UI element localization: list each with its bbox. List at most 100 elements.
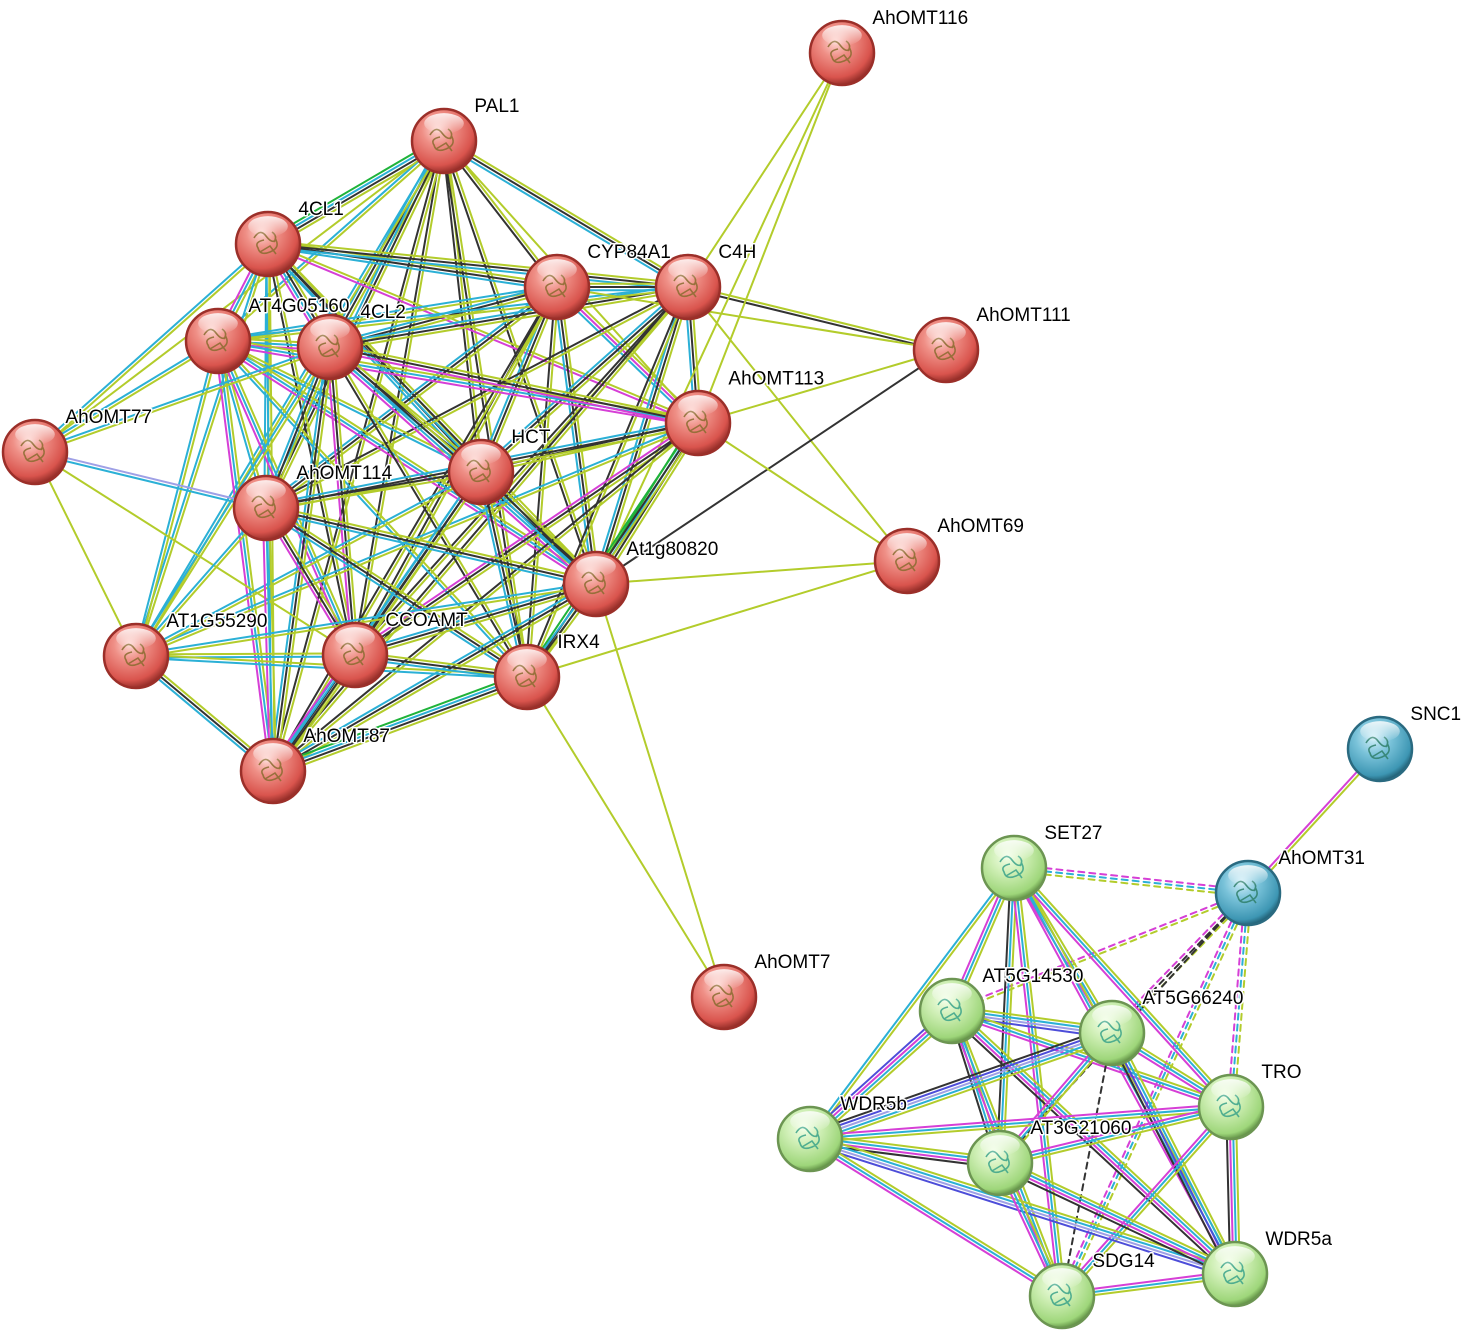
- edge-AhOMT113-AT1G55290[interactable]: [134, 420, 700, 659]
- edge-PAL1-C4H[interactable]: [441, 137, 691, 291]
- node-C4H[interactable]: [654, 253, 722, 321]
- node-SDG14[interactable]: [1028, 1262, 1096, 1330]
- edge-IRX4-AhOMT69[interactable]: [526, 560, 908, 678]
- edge-line-textmining: [444, 137, 691, 286]
- edge-AT5G66240-WDR5b[interactable]: [806, 1025, 1116, 1147]
- edge-AhOMT111-CYP84A1[interactable]: [556, 286, 947, 351]
- edge-SET27-AT3G21060[interactable]: [995, 866, 1019, 1165]
- edge-CYP84A1-At1g80820[interactable]: [552, 285, 601, 586]
- edge-line-database: [1013, 867, 1232, 1108]
- edge-AhOMT113-AhOMT87[interactable]: [270, 420, 701, 774]
- edge-PAL1-CCOAMT[interactable]: [352, 139, 447, 657]
- edge-AT3G21060-WDR5a[interactable]: [996, 1157, 1239, 1280]
- node-CYP84A1[interactable]: [523, 253, 591, 321]
- edge-AhOMT116-At1g80820[interactable]: [595, 52, 843, 585]
- edge-C4H-4CL2[interactable]: [328, 282, 690, 352]
- edge-4CL1-AhOMT77[interactable]: [32, 241, 271, 455]
- edge-AhOMT114-AhOMT87[interactable]: [261, 506, 278, 773]
- edge-AhOMT114-At1g80820[interactable]: [264, 503, 598, 589]
- edge-IRX4-AhOMT87[interactable]: [270, 671, 530, 777]
- node-AhOMT116[interactable]: [808, 19, 876, 87]
- edge-IRX4-AhOMT7[interactable]: [526, 676, 725, 998]
- node-HCT[interactable]: [447, 438, 515, 506]
- edge-AhOMT111-AhOMT113[interactable]: [697, 349, 947, 424]
- edge-CYP84A1-IRX4[interactable]: [524, 285, 560, 679]
- node-gloss: [461, 444, 501, 465]
- edge-AT4G05160-AhOMT77[interactable]: [33, 338, 220, 455]
- node-AhOMT113[interactable]: [664, 389, 732, 457]
- edge-PAL1-4CL1[interactable]: [264, 135, 448, 250]
- node-AT5G66240[interactable]: [1078, 999, 1146, 1067]
- node-AT1G55290[interactable]: [102, 622, 170, 690]
- edge-AhOMT77-AT1G55290[interactable]: [34, 451, 137, 657]
- edge-AhOMT31-SET27[interactable]: [1012, 863, 1250, 898]
- edge-AhOMT31-SDG14[interactable]: [1058, 890, 1252, 1299]
- node-AT3G21060[interactable]: [966, 1129, 1034, 1197]
- edge-AT5G66240-SDG14[interactable]: [1061, 1032, 1113, 1297]
- edge-4CL1-AhOMT113[interactable]: [266, 241, 700, 426]
- edge-SET27-TRO[interactable]: [1010, 864, 1235, 1111]
- edge-C4H-AT4G05160[interactable]: [216, 284, 690, 344]
- node-SNC1[interactable]: [1346, 715, 1414, 783]
- edge-HCT-AT1G55290[interactable]: [134, 469, 483, 659]
- edge-AhOMT31-AT3G21060[interactable]: [999, 892, 1249, 1164]
- edge-At1g80820-AhOMT87[interactable]: [270, 580, 599, 775]
- edge-4CL2-AhOMT113[interactable]: [328, 342, 700, 428]
- edge-C4H-AhOMT116[interactable]: [687, 52, 843, 288]
- node-PAL1[interactable]: [410, 107, 478, 175]
- edge-line-coexpression: [265, 243, 355, 657]
- edge-C4H-AhOMT87[interactable]: [270, 284, 691, 774]
- edge-C4H-AhOMT69[interactable]: [687, 286, 908, 562]
- node-SET27[interactable]: [980, 834, 1048, 902]
- edge-AhOMT31-AT5G14530[interactable]: [950, 890, 1250, 1014]
- edge-AT1G55290-CCOAMT[interactable]: [134, 652, 357, 659]
- edge-TRO-AT3G21060[interactable]: [998, 1102, 1233, 1168]
- edge-HCT-AhOMT114[interactable]: [264, 469, 483, 511]
- edge-TRO-SDG14[interactable]: [1058, 1103, 1235, 1300]
- edge-line-coexpression: [996, 1166, 1234, 1280]
- node-AhOMT77[interactable]: [1, 418, 69, 486]
- edge-WDR5b-SDG14[interactable]: [807, 1135, 1065, 1300]
- node-AhOMT87[interactable]: [239, 737, 307, 805]
- edge-At1g80820-AT1G55290[interactable]: [134, 581, 598, 659]
- node-AhOMT7[interactable]: [690, 963, 758, 1031]
- edge-4CL2-AhOMT77[interactable]: [33, 344, 332, 455]
- node-CCOAMT[interactable]: [321, 621, 389, 689]
- edge-C4H-AhOMT111[interactable]: [686, 284, 948, 353]
- node-AhOMT114[interactable]: [232, 474, 300, 542]
- edge-PAL1-AT4G05160[interactable]: [215, 138, 447, 344]
- edge-At1g80820-AhOMT69[interactable]: [595, 560, 908, 585]
- edge-CYP84A1-AhOMT87[interactable]: [270, 285, 560, 773]
- edge-AhOMT116-AhOMT113[interactable]: [697, 52, 843, 424]
- node-label-4CL2: 4CL2: [360, 302, 405, 323]
- edge-AhOMT31-TRO[interactable]: [1226, 891, 1253, 1109]
- edge-line-textmining: [999, 1109, 1233, 1168]
- edge-4CL2-CCOAMT[interactable]: [325, 345, 360, 657]
- edge-AT4G05160-AT1G55290[interactable]: [133, 339, 221, 658]
- edge-AhOMT113-AhOMT69[interactable]: [697, 422, 908, 562]
- edge-AhOMT77-AhOMT114[interactable]: [33, 449, 268, 511]
- edge-PAL1-AhOMT77[interactable]: [34, 140, 445, 453]
- node-TRO[interactable]: [1197, 1073, 1265, 1141]
- node-At1g80820[interactable]: [562, 550, 630, 618]
- edge-4CL2-IRX4[interactable]: [327, 345, 530, 679]
- node-4CL1[interactable]: [234, 210, 302, 278]
- edge-AT4G05160-At1g80820[interactable]: [215, 337, 599, 588]
- node-4CL2[interactable]: [296, 313, 364, 381]
- edge-AhOMT77-CCOAMT[interactable]: [34, 451, 356, 656]
- node-AhOMT69[interactable]: [873, 527, 941, 595]
- edge-SET27-WDR5b[interactable]: [807, 866, 1017, 1141]
- node-WDR5b[interactable]: [776, 1105, 844, 1173]
- edge-AT5G66240-WDR5a[interactable]: [1106, 1029, 1241, 1278]
- edge-AhOMT111-At1g80820[interactable]: [595, 349, 947, 585]
- edge-HCT-IRX4[interactable]: [476, 470, 532, 679]
- node-WDR5a[interactable]: [1201, 1240, 1269, 1308]
- node-AhOMT111[interactable]: [912, 316, 980, 384]
- node-AT4G05160[interactable]: [184, 307, 252, 375]
- edge-At1g80820-AhOMT7[interactable]: [595, 583, 725, 998]
- node-AT5G14530[interactable]: [918, 977, 986, 1045]
- edge-PAL1-AT1G55290[interactable]: [133, 139, 447, 658]
- edge-TRO-WDR5b[interactable]: [808, 1102, 1233, 1144]
- node-IRX4[interactable]: [493, 643, 561, 711]
- node-AhOMT31[interactable]: [1214, 859, 1282, 927]
